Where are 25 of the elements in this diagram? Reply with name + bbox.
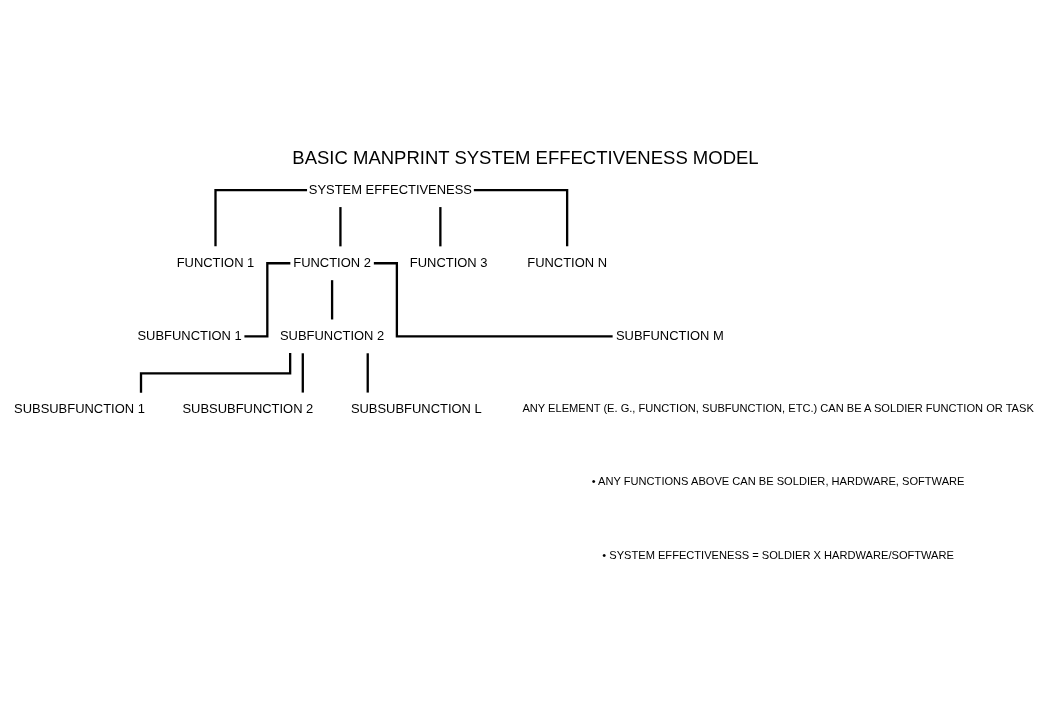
connector — [139, 352, 292, 393]
connector — [473, 188, 569, 246]
node-text: SUBSUBFUNCTION L — [350, 400, 482, 416]
connector — [330, 279, 334, 319]
node-text: FUNCTION 1 — [176, 254, 255, 270]
label: • ANY FUNCTIONS ABOVE CAN BE SOLDIER, HARDWARE, SOFTWARE — [591, 474, 965, 487]
node-text: SUBFUNCTION 1 — [137, 327, 242, 343]
node-text: FUNCTION 3 — [409, 254, 488, 270]
node-text: SUBFUNCTION 2 — [279, 327, 385, 343]
connector — [301, 352, 304, 393]
node-text: SYSTEM EFFECTIVENESS — [308, 181, 472, 197]
node-text: SUBSUBFUNCTION 2 — [182, 400, 314, 416]
connector — [366, 352, 369, 393]
connector — [214, 188, 308, 246]
label: • SYSTEM EFFECTIVENESS = SOLDIER X HARDWARE/SOFTWARE — [602, 548, 954, 561]
connector — [373, 261, 613, 337]
node-text: SUBFUNCTION M — [615, 327, 724, 343]
node-text: FUNCTION 2 — [293, 254, 371, 270]
diagram-title: BASIC MANPRINT SYSTEM EFFECTIVENESS MODEL — [292, 146, 759, 168]
label: ANY ELEMENT (E. G., FUNCTION, SUBFUNCTION, ETC.) CAN BE A SOLDIER FUNCTION OR TASK — [522, 401, 1034, 414]
node-text: SUBSUBFUNCTION 1 — [14, 400, 145, 416]
connector — [339, 206, 342, 246]
connector — [439, 206, 442, 246]
connector — [244, 261, 291, 337]
node-text: FUNCTION N — [527, 254, 608, 270]
